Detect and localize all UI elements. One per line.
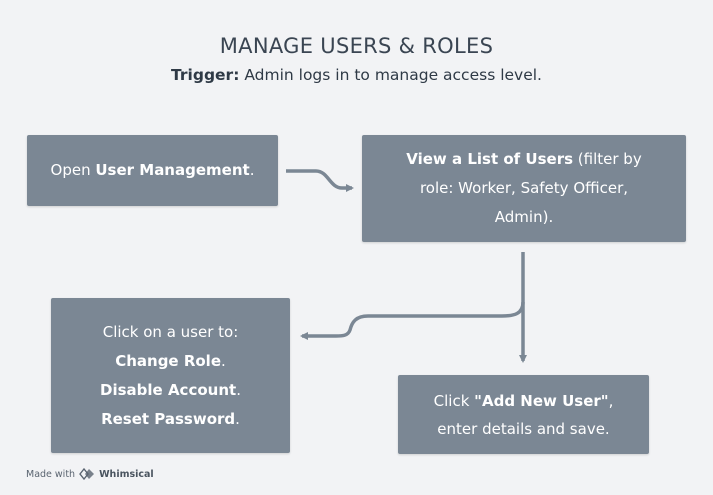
- view-node-line2: role: Worker, Safety Officer,: [419, 179, 629, 197]
- actions-node-intro: Click on a user to:: [102, 322, 239, 341]
- add-node-line2: enter details and save.: [437, 419, 610, 438]
- made-with-footer[interactable]: Made with Whimsical: [26, 468, 154, 480]
- actions-item-reset-password: Reset Password.: [101, 405, 240, 434]
- view-node-bold: View a List of Users: [406, 150, 574, 168]
- actions-item-label: Change Role: [115, 351, 221, 370]
- open-node-bold: User Management: [95, 161, 250, 179]
- actions-item-disable-account: Disable Account.: [100, 376, 241, 405]
- view-node-line1-rest: (filter by: [573, 150, 642, 168]
- diagram-title: MANAGE USERS & ROLES: [219, 34, 494, 58]
- actions-item-suffix: .: [221, 351, 226, 370]
- connector-view-to-actions: [300, 252, 525, 340]
- connector-open-to-view: [286, 169, 354, 192]
- add-node-bold: "Add New User": [474, 391, 609, 410]
- whimsical-logo-icon: [79, 468, 95, 480]
- trigger-text: Admin logs in to manage access level.: [239, 66, 542, 84]
- user-actions-node[interactable]: Click on a user to: Change Role. Disable…: [51, 298, 290, 453]
- view-node-line3: Admin).: [494, 208, 554, 226]
- actions-item-change-role: Change Role.: [115, 347, 226, 376]
- made-with-text: Made with: [26, 468, 76, 480]
- add-node-prefix: Click: [433, 391, 475, 410]
- actions-item-label: Reset Password: [101, 409, 236, 428]
- trigger-label: Trigger:: [171, 66, 240, 84]
- add-node-suffix: ,: [608, 391, 614, 410]
- actions-item-suffix: .: [236, 380, 241, 399]
- open-user-management-node[interactable]: Open User Management.: [27, 135, 278, 206]
- actions-item-suffix: .: [235, 409, 240, 428]
- actions-item-label: Disable Account: [100, 380, 237, 399]
- open-node-text: Open User Management.: [51, 158, 255, 183]
- add-new-user-node[interactable]: Click "Add New User", enter details and …: [398, 375, 649, 454]
- add-node-line1: Click "Add New User",: [434, 387, 614, 415]
- open-node-suffix: .: [249, 161, 255, 179]
- trigger-subtitle: Trigger: Admin logs in to manage access …: [0, 66, 713, 84]
- view-node-line1: View a List of Users (filter by: [406, 145, 641, 174]
- whimsical-brand: Whimsical: [99, 468, 154, 480]
- view-users-list-node[interactable]: View a List of Users (filter by role: Wo…: [362, 135, 686, 242]
- open-node-prefix: Open: [50, 161, 96, 179]
